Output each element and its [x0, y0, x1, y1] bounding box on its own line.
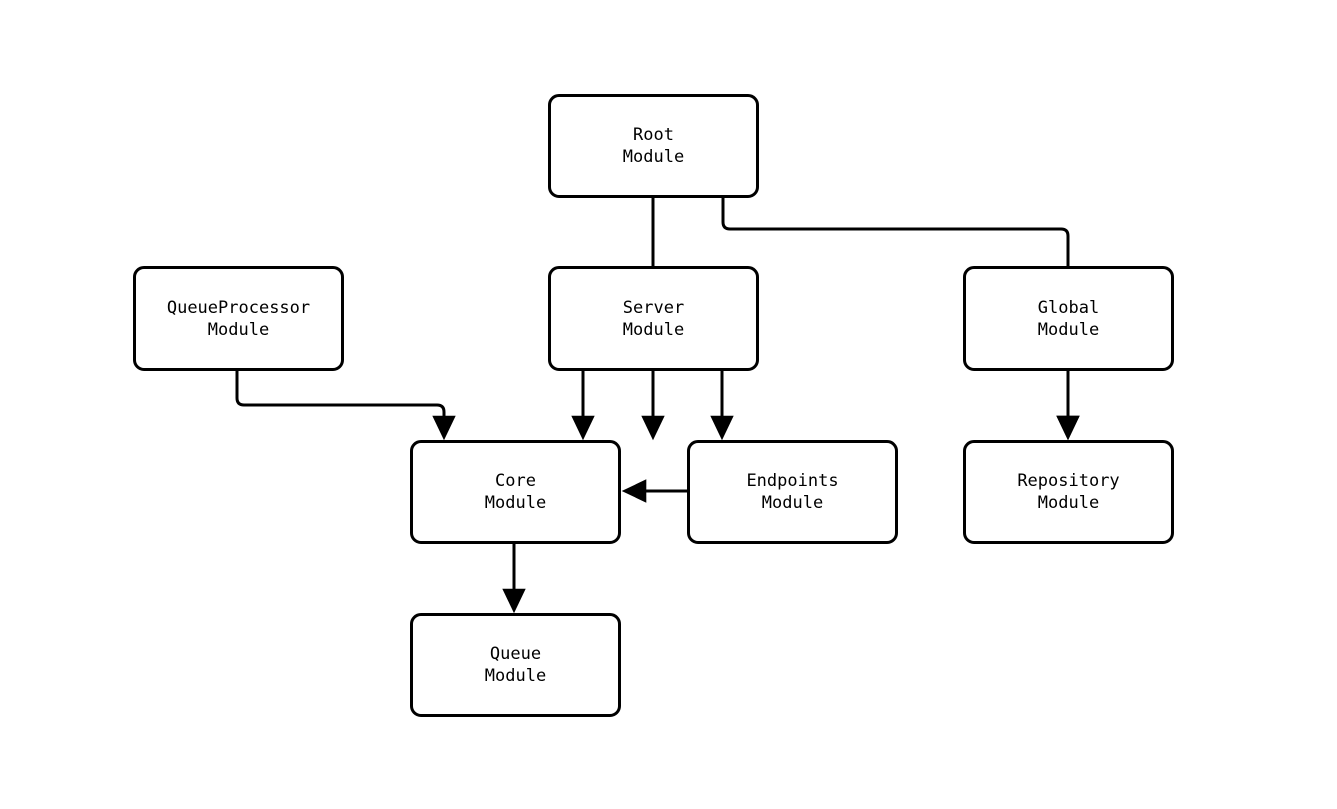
node-server[interactable]: Server Module: [548, 266, 759, 371]
node-root[interactable]: Root Module: [548, 94, 759, 198]
node-endpoints[interactable]: Endpoints Module: [687, 440, 898, 544]
node-queueprocessor-label: QueueProcessor Module: [166, 297, 311, 340]
node-repository-label: Repository Module: [1017, 471, 1120, 513]
node-repository[interactable]: Repository Module: [963, 440, 1174, 544]
node-queue-label: Queue Module: [484, 644, 547, 686]
node-core[interactable]: Core Module: [410, 440, 621, 544]
node-global-label: Global Module: [1037, 297, 1100, 340]
edge-queueprocessor-core: [235, 371, 456, 441]
node-root-label: Root Module: [622, 125, 685, 167]
node-queue[interactable]: Queue Module: [410, 613, 621, 717]
node-core-label: Core Module: [484, 471, 547, 513]
node-server-label: Server Module: [622, 297, 685, 340]
node-endpoints-label: Endpoints Module: [746, 471, 839, 513]
node-global[interactable]: Global Module: [963, 266, 1174, 371]
node-queueprocessor[interactable]: QueueProcessor Module: [133, 266, 344, 371]
